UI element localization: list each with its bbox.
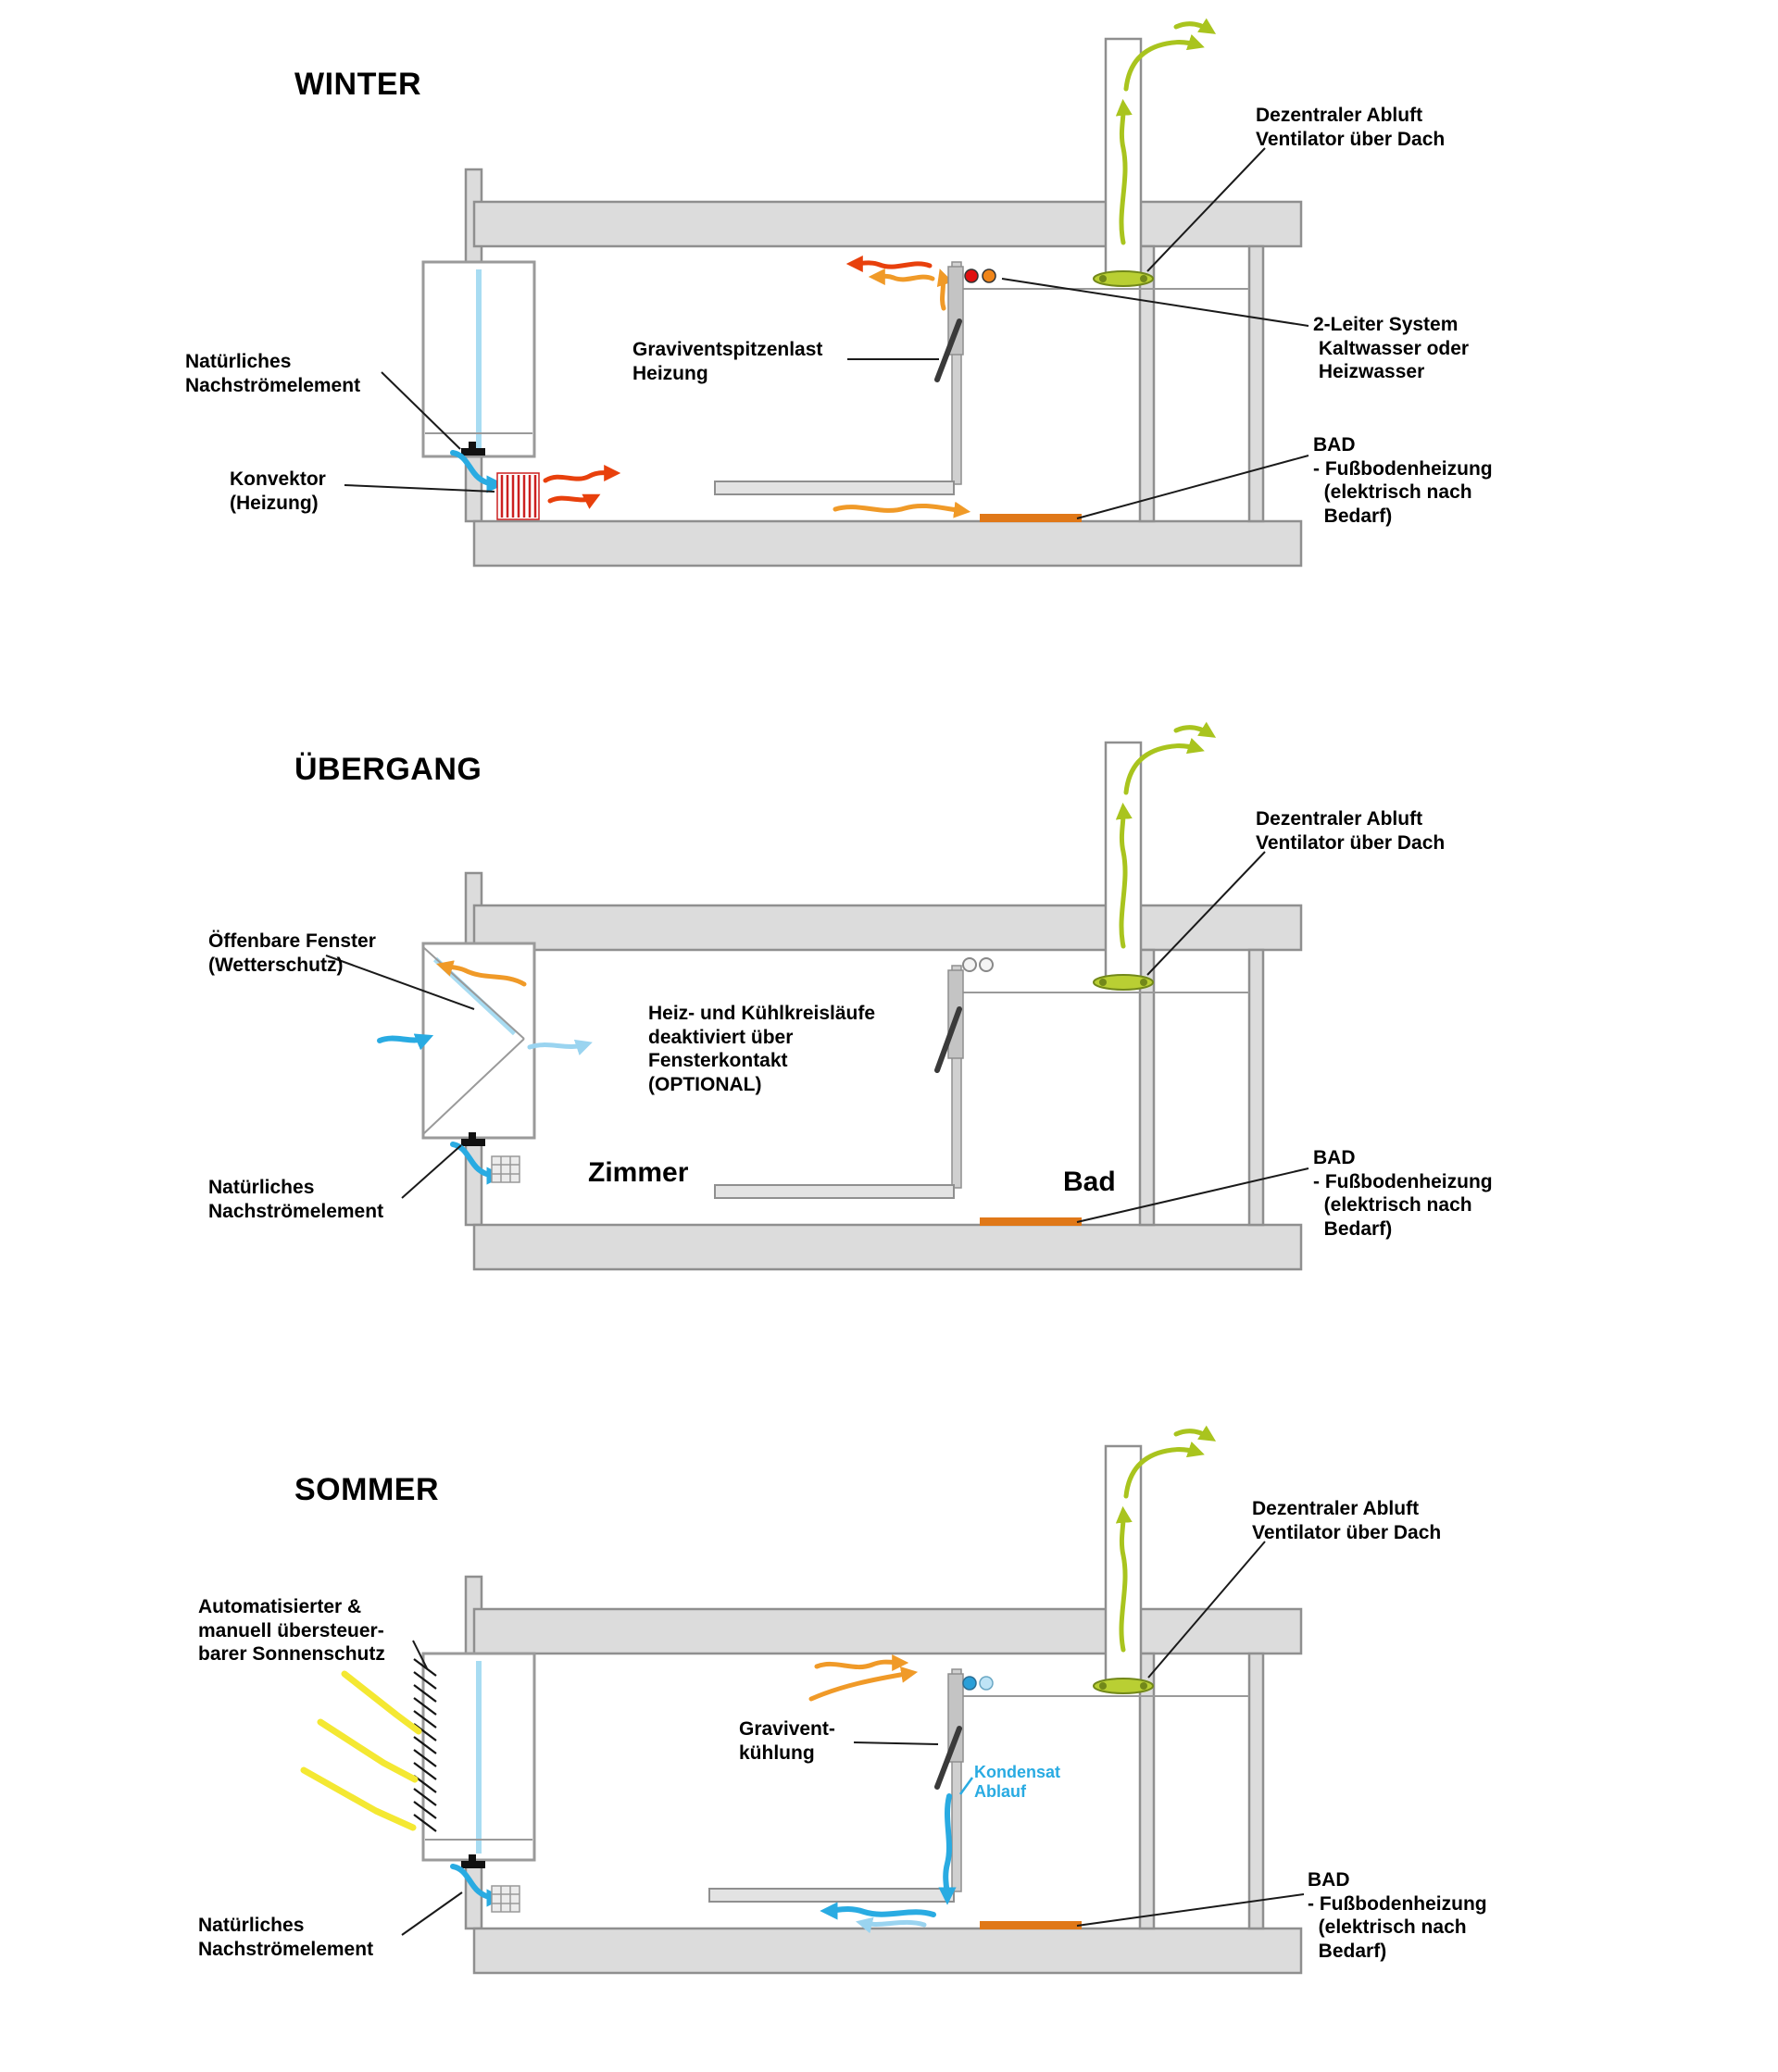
label-inlet-element: Natürliches Nachströmelement <box>208 1177 384 1222</box>
gravivent-icon <box>934 266 964 382</box>
exhaust-fan-icon <box>1093 270 1154 287</box>
sommer-drawing <box>300 1425 1305 1975</box>
label-convector: Konvektor (Heizung) <box>230 468 326 514</box>
floor-heating-strip <box>980 514 1082 522</box>
uebergang-title: ÜBERGANG <box>294 752 482 787</box>
sun-rays <box>300 1670 422 1831</box>
pipe-dots <box>964 268 996 283</box>
sommer-title: SOMMER <box>294 1472 439 1507</box>
winter-title: WINTER <box>294 67 422 102</box>
warm-air-arrows <box>808 1654 919 1702</box>
room-label-bad: Bad <box>1063 1167 1116 1197</box>
cool-water-dot <box>979 1676 994 1691</box>
partition-wall <box>951 261 962 485</box>
leader-lines <box>401 1541 1305 1936</box>
uebergang-panel: ÜBERGANG Dezentraler Abluft Ventilator ü… <box>0 704 1778 1379</box>
winter-drawing <box>344 18 1309 568</box>
building-structure <box>464 871 1303 1271</box>
leader-lines <box>344 147 1309 519</box>
exhaust-fan-icon <box>1093 974 1154 991</box>
window <box>421 260 536 458</box>
bath-wall <box>1138 1652 1156 1930</box>
floor-slab <box>472 519 1303 568</box>
label-exhaust-fan: Dezentraler Abluft Ventilator über Dach <box>1256 808 1446 854</box>
label-gravivent-cooling: Gravivent- kühlung <box>739 1718 835 1764</box>
fresh-air-arrow <box>450 1864 505 1907</box>
floor-slab <box>472 1927 1303 1975</box>
window <box>421 1652 536 1862</box>
inlet-grille-icon <box>491 1885 520 1913</box>
inlet-grille-icon <box>491 1155 520 1183</box>
exhaust-air-arrows <box>1115 18 1217 245</box>
building-structure <box>464 168 1303 568</box>
partition-wall <box>951 1668 962 1892</box>
label-inlet-element: Natürliches Nachströmelement <box>198 1915 374 1960</box>
pipe-dots <box>962 1676 994 1691</box>
inlet-element-icon <box>461 1854 485 1868</box>
gravivent-icon <box>934 1673 964 1790</box>
label-gravivent-heating: Graviventspitzenlast Heizung <box>632 339 823 384</box>
label-sun-shading: Automatisierter & manuell übersteuer- ba… <box>198 1596 385 1666</box>
partition-wall <box>951 965 962 1189</box>
pipe-dots <box>962 957 994 972</box>
winter-panel: WINTER Dezentraler Abluft Ventilator übe… <box>0 0 1778 704</box>
label-bath-floor-heating: BAD - Fußbodenheizung (elektrisch nach B… <box>1313 1147 1493 1240</box>
warm-water-dot <box>982 268 996 283</box>
shaft-wall <box>1247 1652 1265 1930</box>
floor-slab <box>472 1223 1303 1271</box>
label-bath-floor-heating: BAD - Fußbodenheizung (elektrisch nach B… <box>1313 434 1493 527</box>
fresh-air-arrow <box>450 450 505 493</box>
shaft-wall <box>1247 244 1265 523</box>
condensate-drain-line <box>958 1777 974 1795</box>
desk <box>714 481 955 495</box>
window-air-arrows <box>377 960 593 1055</box>
inlet-element-icon <box>461 442 485 456</box>
sommer-panel: SOMMER Dezentraler Abluft Ventilator übe… <box>0 1379 1778 2072</box>
convector-icon <box>496 472 540 520</box>
label-circuits-deactivated: Heiz- und Kühlkreisläufe deaktiviert übe… <box>648 1003 876 1095</box>
ceiling-slab <box>472 1607 1303 1655</box>
uebergang-drawing <box>325 721 1309 1271</box>
exhaust-air-arrows <box>1115 1425 1217 1653</box>
label-bath-floor-heating: BAD - Fußbodenheizung (elektrisch nach B… <box>1308 1869 1487 1962</box>
desk <box>714 1184 955 1199</box>
bath-wall <box>1138 244 1156 523</box>
exhaust-air-arrows <box>1115 721 1217 949</box>
heating-water-dot <box>964 268 979 283</box>
cool-air-arrows <box>820 1793 957 1934</box>
label-two-pipe-system: 2-Leiter System Kaltwasser oder Heizwass… <box>1313 314 1470 383</box>
cold-water-dot <box>962 1676 977 1691</box>
gravivent-icon <box>934 969 964 1073</box>
warm-air-arrows <box>543 255 971 518</box>
sun-shading-hatch <box>413 1658 437 1832</box>
desk <box>708 1888 955 1903</box>
inactive-dot <box>979 957 994 972</box>
label-exhaust-fan: Dezentraler Abluft Ventilator über Dach <box>1252 1498 1442 1543</box>
bath-wall <box>1138 948 1156 1227</box>
ceiling-slab <box>472 904 1303 952</box>
label-condensate-drain: Kondensat Ablauf <box>974 1763 1061 1801</box>
leader-lines <box>325 851 1309 1223</box>
inlet-element-icon <box>461 1132 485 1146</box>
exhaust-fan-icon <box>1093 1678 1154 1694</box>
label-exhaust-fan: Dezentraler Abluft Ventilator über Dach <box>1256 105 1446 150</box>
shaft-wall <box>1247 948 1265 1227</box>
room-label-zimmer: Zimmer <box>588 1157 689 1188</box>
label-openable-window: Öffenbare Fenster (Wetterschutz) <box>208 930 376 976</box>
ceiling-slab <box>472 200 1303 248</box>
fresh-air-arrow <box>450 1142 505 1185</box>
floor-heating-strip <box>980 1217 1082 1226</box>
inactive-dot <box>962 957 977 972</box>
floor-heating-strip <box>980 1921 1082 1929</box>
label-inlet-element: Natürliches Nachströmelement <box>185 351 361 396</box>
